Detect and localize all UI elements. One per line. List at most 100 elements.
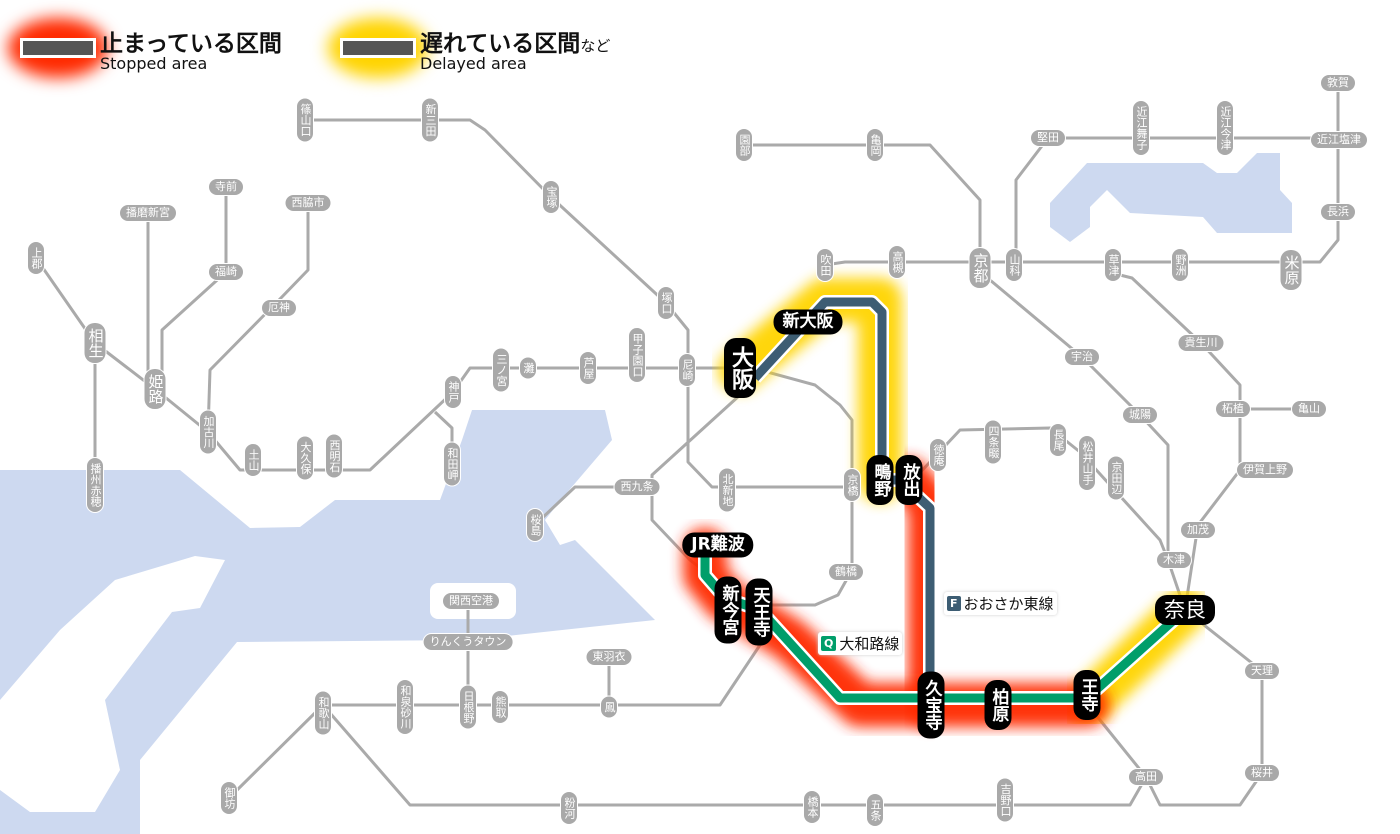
station-kamo[interactable]: 加茂 (1181, 522, 1215, 538)
station-shinimamiya[interactable]: 新今宮 (714, 576, 742, 644)
station-himeji[interactable]: 姫路 (144, 369, 166, 409)
station-koshienguchi[interactable]: 甲子園口 (629, 328, 645, 382)
station-nishikujo[interactable]: 西九条 (614, 479, 660, 495)
rail-line (34, 257, 740, 472)
station-kitashinchi[interactable]: 北新地 (719, 468, 735, 512)
station-sannomiya[interactable]: 三ノ宮 (493, 348, 509, 392)
station-omimaiko[interactable]: 近江舞子 (1133, 101, 1149, 155)
station-kameyama[interactable]: 亀山 (1292, 401, 1326, 417)
station-kusatsu[interactable]: 草津 (1105, 249, 1121, 281)
station-tsuge[interactable]: 柘植 (1216, 401, 1250, 417)
station-takada[interactable]: 高田 (1129, 769, 1163, 785)
station-hineno[interactable]: 日根野 (460, 685, 476, 729)
station-kameoka[interactable]: 亀岡 (867, 129, 883, 161)
legend-stopped-en: Stopped area (100, 54, 208, 73)
station-sonobe[interactable]: 園部 (736, 129, 752, 161)
station-tsuruhashi[interactable]: 鶴橋 (829, 564, 863, 580)
station-shinosaka[interactable]: 新大阪 (773, 309, 843, 335)
station-gobo[interactable]: 御坊 (221, 782, 237, 814)
station-tsukaguchi[interactable]: 塚口 (658, 287, 674, 319)
stopped-line-swatch (20, 38, 96, 58)
legend-delayed-jp-main: 遅れている区間 (420, 31, 581, 57)
station-takarazuka[interactable]: 宝塚 (543, 181, 559, 213)
lake-biwa (1050, 153, 1292, 242)
station-harimashingu[interactable]: 播磨新宮 (120, 205, 176, 221)
line-label-yamatoji[interactable]: Q 大和路線 (818, 632, 903, 655)
station-tokuan[interactable]: 徳庵 (930, 439, 946, 471)
station-banshuako[interactable]: 播州赤穂 (87, 458, 103, 512)
station-omiimazu[interactable]: 近江今津 (1217, 101, 1233, 155)
station-ashiya[interactable]: 芦屋 (580, 352, 596, 384)
station-katata[interactable]: 堅田 (1031, 130, 1065, 146)
station-gojo[interactable]: 五条 (867, 794, 883, 826)
rail-line (1014, 136, 1339, 262)
station-sakurai[interactable]: 桜井 (1245, 765, 1279, 781)
station-fukusaki[interactable]: 福崎 (209, 264, 243, 280)
station-teramae[interactable]: 寺前 (209, 179, 243, 195)
station-kyuhoji[interactable]: 久宝寺 (917, 671, 945, 739)
station-kibukawa[interactable]: 貴生川 (1178, 335, 1224, 351)
station-kumatori[interactable]: 熊取 (492, 691, 508, 723)
station-sakurajima[interactable]: 桜島 (527, 509, 543, 541)
station-nishiwakishi[interactable]: 西脇市 (285, 195, 331, 211)
station-uji[interactable]: 宇治 (1065, 349, 1099, 365)
station-matsuiyamate[interactable]: 松井山手 (1079, 436, 1095, 490)
station-yamashina[interactable]: 山科 (1006, 249, 1022, 281)
station-omishiotsu[interactable]: 近江塩津 (1311, 132, 1367, 148)
station-okubo[interactable]: 大久保 (297, 436, 313, 480)
station-oji[interactable]: 王寺 (1073, 670, 1101, 720)
station-wadamisaki[interactable]: 和田岬 (444, 442, 460, 486)
osaka-higashi-line[interactable] (751, 297, 935, 705)
station-izumisunagawa[interactable]: 和泉砂川 (397, 680, 413, 734)
station-rinkutown[interactable]: りんくうタウン (423, 634, 513, 650)
station-kyotanabe[interactable]: 京田辺 (1108, 456, 1124, 500)
station-takatsuki[interactable]: 高槻 (889, 246, 905, 278)
station-yakujin[interactable]: 厄神 (262, 300, 296, 316)
station-kamigori[interactable]: 上郡 (28, 242, 44, 274)
station-kobe[interactable]: 神戸 (445, 376, 461, 408)
station-shinsanda[interactable]: 新三田 (422, 98, 438, 142)
station-tenri[interactable]: 天理 (1245, 663, 1279, 679)
station-maibara[interactable]: 米原 (1280, 250, 1302, 290)
station-sasayamaguchi[interactable]: 篠山口 (297, 98, 313, 142)
station-wakayama[interactable]: 和歌山 (315, 691, 331, 735)
station-tsuruga[interactable]: 敦賀 (1321, 75, 1355, 91)
station-osaka[interactable]: 大阪 (724, 338, 756, 398)
station-higashihagoromo[interactable]: 東羽衣 (586, 649, 632, 665)
station-kyoto[interactable]: 京都 (969, 248, 991, 288)
rail-line (1085, 608, 1264, 807)
station-kyobashi[interactable]: 京橋 (844, 469, 860, 501)
line-label-osaka-higashi[interactable]: F おおさか東線 (944, 592, 1057, 615)
station-hashimoto[interactable]: 橋本 (804, 791, 820, 823)
station-suita[interactable]: 吹田 (817, 249, 833, 281)
station-aioi[interactable]: 相生 (84, 323, 106, 363)
station-joyo[interactable]: 城陽 (1123, 407, 1157, 423)
station-shigino[interactable]: 鴫野 (866, 455, 894, 505)
station-nagao[interactable]: 長尾 (1050, 424, 1066, 456)
rail-line (913, 426, 1170, 561)
rail-line (227, 703, 325, 800)
station-nada[interactable]: 灘 (520, 357, 536, 379)
station-nishiakashi[interactable]: 西明石 (326, 434, 342, 478)
delayed-line-swatch (340, 38, 416, 58)
station-nara[interactable]: 奈良 (1155, 595, 1215, 625)
station-shijonawate[interactable]: 四条畷 (985, 420, 1001, 464)
station-jrnamba[interactable]: JR難波 (682, 532, 754, 558)
station-kokawa[interactable]: 粉河 (561, 792, 577, 824)
station-otori[interactable]: 鳳 (601, 696, 617, 718)
station-yasu[interactable]: 野洲 (1172, 249, 1188, 281)
station-kansaiairport[interactable]: 関西空港 (443, 593, 499, 609)
station-nagahama[interactable]: 長浜 (1321, 204, 1355, 220)
station-kizu[interactable]: 木津 (1157, 552, 1191, 568)
station-amagasaki[interactable]: 尼崎 (679, 354, 695, 386)
station-yoshinoguchi[interactable]: 吉野口 (997, 778, 1013, 822)
station-kakogawa[interactable]: 加古川 (200, 410, 216, 454)
station-tsuchiyama[interactable]: 土山 (245, 444, 261, 476)
station-igaueno[interactable]: 伊賀上野 (1237, 462, 1293, 478)
station-tennoji[interactable]: 天王寺 (745, 578, 773, 646)
rail-line (321, 704, 1148, 807)
station-kashiwara[interactable]: 柏原 (984, 680, 1012, 730)
legend-delayed-jp: 遅れている区間など (420, 24, 610, 58)
station-hanaten[interactable]: 放出 (895, 455, 923, 505)
